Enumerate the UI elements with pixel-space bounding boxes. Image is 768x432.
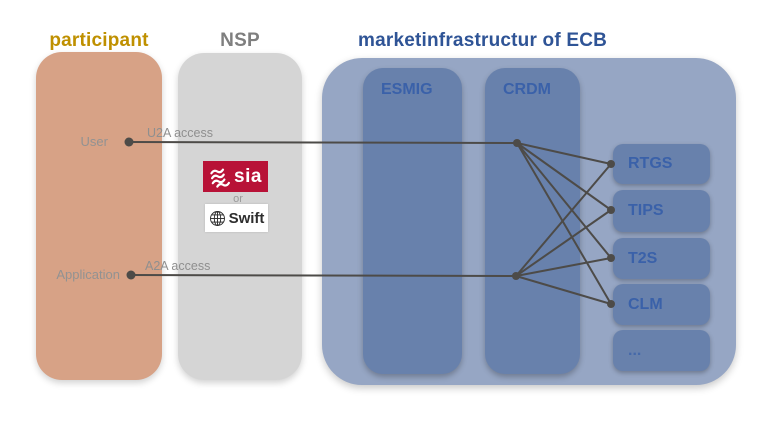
globe-icon: [209, 210, 226, 227]
service-label-clm: CLM: [628, 295, 663, 313]
crdm-label: CRDM: [503, 81, 551, 98]
service-label-t2s: T2S: [628, 249, 658, 267]
nsp-title: NSP: [220, 30, 260, 51]
a2a-access-label: A2A access: [145, 259, 211, 273]
service-label-tips: TIPS: [628, 202, 664, 219]
sia-logo-text: sia: [234, 166, 262, 187]
service-box-clm: CLM: [613, 284, 710, 325]
esmig-box: ESMIG: [363, 68, 462, 374]
service-box-rtgs: RTGS: [613, 144, 710, 184]
crdm-box: CRDM: [485, 68, 580, 374]
participant-box: [36, 52, 162, 380]
service-label-rtgs: RTGS: [628, 155, 673, 172]
swift-logo: Swift: [205, 204, 268, 232]
sia-waves-icon: [209, 165, 233, 189]
service-box-t2s: T2S: [613, 238, 710, 279]
user-label: User: [80, 134, 108, 149]
participant-title: participant: [49, 30, 149, 51]
service-label-more: ...: [628, 341, 642, 359]
service-box-tips: TIPS: [613, 190, 710, 232]
service-box-more: ...: [613, 330, 710, 371]
swift-logo-text: Swift: [228, 209, 265, 227]
application-label: Application: [56, 267, 120, 282]
or-label: or: [233, 193, 243, 205]
ecb-title: marketinfrastructur of ECB: [358, 30, 608, 51]
u2a-access-label: U2A access: [147, 126, 214, 140]
esmig-label: ESMIG: [381, 81, 433, 98]
sia-logo: sia: [203, 161, 268, 192]
